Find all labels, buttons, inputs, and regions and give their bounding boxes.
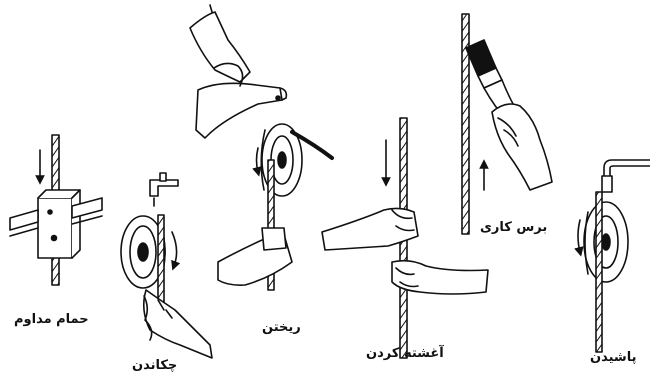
continuous-bath-illustration xyxy=(10,135,102,285)
label-spraying: پاشیدن xyxy=(590,350,636,365)
brushing-illustration xyxy=(462,14,552,234)
label-brushing: برس کاری xyxy=(480,220,547,235)
label-dripping: چکاندن xyxy=(132,358,177,373)
dripping-illustration xyxy=(121,173,212,358)
pouring-illustration xyxy=(190,5,332,290)
label-soaking: آغشته کردن xyxy=(366,346,444,361)
label-continuous-bath: حمام مداوم xyxy=(14,312,89,327)
spraying-illustration xyxy=(578,160,650,352)
label-pouring: ریختن xyxy=(262,320,301,335)
